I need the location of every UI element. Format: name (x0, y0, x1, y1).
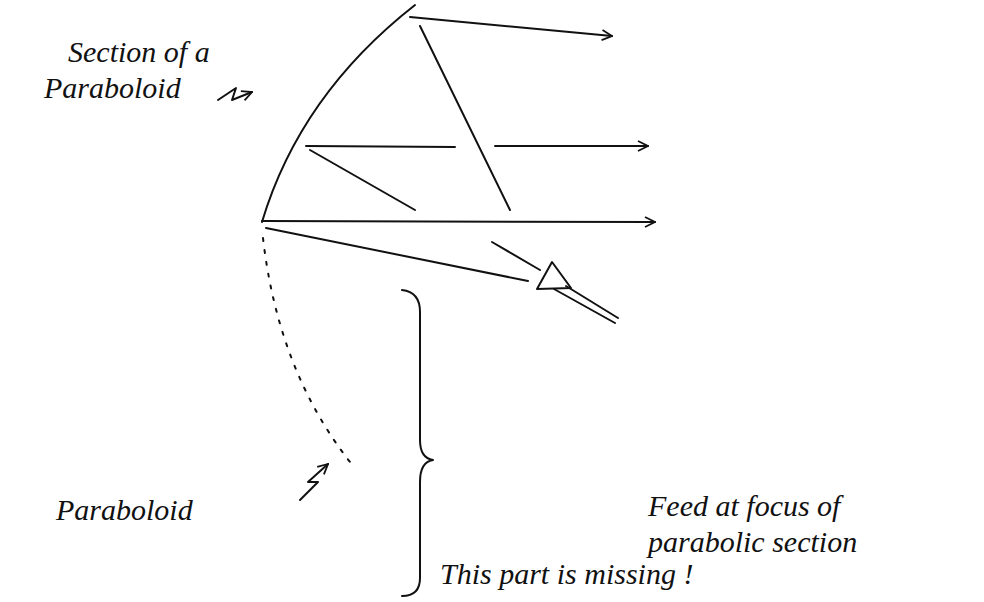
beam-ray (262, 221, 655, 222)
beam-ray (306, 146, 455, 147)
part-label: Section of a Paraboloid (44, 34, 212, 106)
beam-ray (495, 145, 648, 147)
pointer-arrow (218, 88, 252, 100)
feed-horn (537, 262, 571, 289)
pointer-arrow (300, 464, 328, 500)
feed-ray (420, 26, 510, 210)
feed-ray (310, 150, 415, 210)
bracket (402, 290, 433, 596)
paraboloid-section (262, 5, 415, 222)
feed-line (566, 286, 618, 318)
note-label: This part is missing ! (440, 556, 693, 592)
feed-ray (266, 228, 528, 281)
part-label: Paraboloid (56, 492, 193, 528)
feed-ray (492, 242, 540, 270)
paraboloid-dashed (263, 238, 350, 462)
note-label: Feed at focus of parabolic section (648, 488, 928, 560)
beam-ray (410, 17, 612, 36)
feed-line (554, 289, 615, 323)
